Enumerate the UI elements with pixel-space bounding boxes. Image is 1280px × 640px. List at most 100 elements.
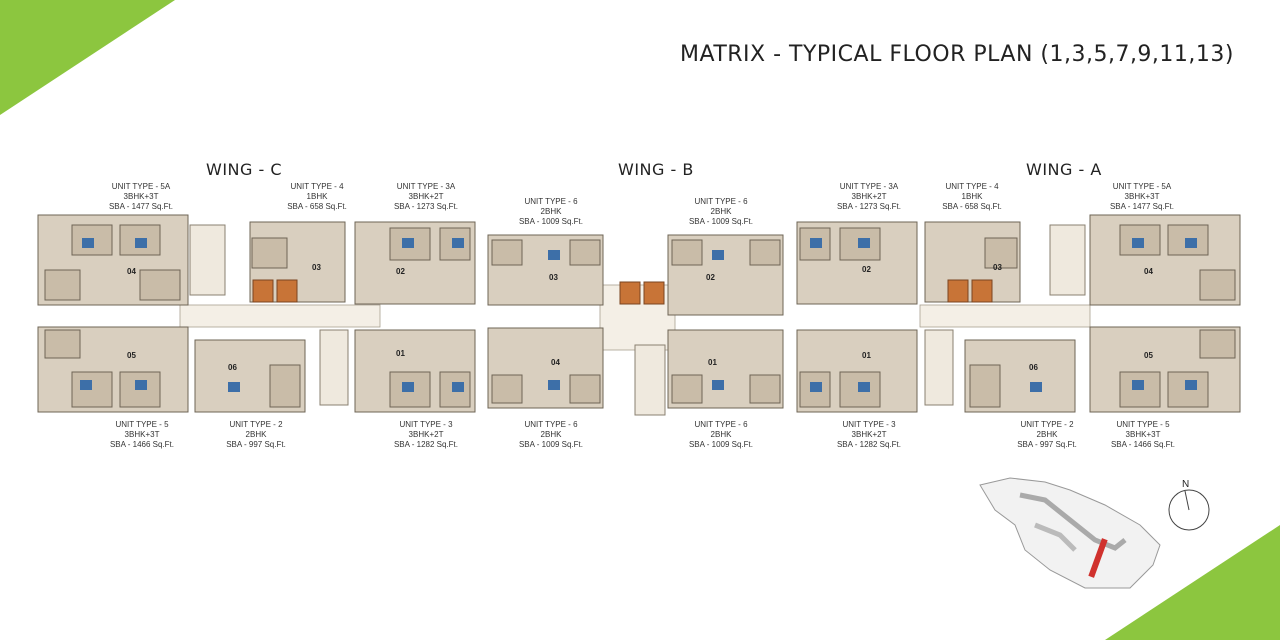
unit-label-top-3: UNIT TYPE - 3A 3BHK+2T SBA - 1273 Sq.Ft. bbox=[366, 182, 486, 212]
unit-config: 3BHK+2T bbox=[851, 430, 887, 439]
unit-number: 04 bbox=[127, 267, 136, 276]
wing-b-label: WING - B bbox=[618, 160, 694, 179]
unit-label-top-1: UNIT TYPE - 5A 3BHK+3T SBA - 1477 Sq.Ft. bbox=[81, 182, 201, 212]
room bbox=[969, 364, 1001, 408]
wing-c-label: WING - C bbox=[206, 160, 283, 179]
unit-config: 2BHK bbox=[710, 207, 732, 216]
unit-config: 3BHK+3T bbox=[1125, 430, 1161, 439]
unit-type: UNIT TYPE - 2 bbox=[229, 420, 283, 429]
lift bbox=[619, 281, 641, 305]
unit-config: 3BHK+3T bbox=[124, 430, 160, 439]
unit-type: UNIT TYPE - 3A bbox=[396, 182, 456, 191]
corridor-wing-a bbox=[919, 304, 1091, 328]
unit-number: 02 bbox=[396, 267, 405, 276]
staircase bbox=[319, 329, 349, 406]
unit-number: 01 bbox=[708, 358, 717, 367]
unit-number: 04 bbox=[551, 358, 560, 367]
unit-config: 1BHK bbox=[961, 192, 983, 201]
unit-type: UNIT TYPE - 3A bbox=[839, 182, 899, 191]
unit-label-bottom-3: UNIT TYPE - 3 3BHK+2T SBA - 1282 Sq.Ft. bbox=[366, 420, 486, 450]
unit-type: UNIT TYPE - 5 bbox=[1116, 420, 1170, 429]
unit-type: UNIT TYPE - 3 bbox=[842, 420, 896, 429]
unit-type: UNIT TYPE - 4 bbox=[945, 182, 999, 191]
unit-type: UNIT TYPE - 2 bbox=[1020, 420, 1074, 429]
unit-sba: SBA - 1466 Sq.Ft. bbox=[109, 440, 175, 449]
unit-sba: SBA - 997 Sq.Ft. bbox=[226, 440, 286, 449]
staircase bbox=[634, 344, 666, 416]
unit-config: 3BHK+2T bbox=[851, 192, 887, 201]
unit-sba: SBA - 1282 Sq.Ft. bbox=[836, 440, 902, 449]
bed bbox=[1185, 238, 1197, 248]
lift bbox=[971, 279, 993, 303]
unit-sba: SBA - 1282 Sq.Ft. bbox=[393, 440, 459, 449]
unit-label-top-2: UNIT TYPE - 4 1BHK SBA - 658 Sq.Ft. bbox=[257, 182, 377, 212]
unit-label-top-6: UNIT TYPE - 3A 3BHK+2T SBA - 1273 Sq.Ft. bbox=[809, 182, 929, 212]
room bbox=[491, 374, 523, 404]
room bbox=[491, 239, 523, 266]
unit-sba: SBA - 1009 Sq.Ft. bbox=[518, 440, 584, 449]
room bbox=[251, 237, 288, 269]
unit-config: 3BHK+2T bbox=[408, 192, 444, 201]
room bbox=[671, 239, 703, 266]
unit-label-bottom-8: UNIT TYPE - 5 3BHK+3T SBA - 1466 Sq.Ft. bbox=[1083, 420, 1203, 450]
unit-label-bottom-6: UNIT TYPE - 3 3BHK+2T SBA - 1282 Sq.Ft. bbox=[809, 420, 929, 450]
site-key-map bbox=[979, 477, 1161, 589]
bed bbox=[135, 380, 147, 390]
unit-type: UNIT TYPE - 5A bbox=[111, 182, 171, 191]
unit-config: 2BHK bbox=[1036, 430, 1058, 439]
room bbox=[139, 269, 181, 301]
compass-label: N bbox=[1182, 479, 1189, 490]
unit-label-bottom-2: UNIT TYPE - 2 2BHK SBA - 997 Sq.Ft. bbox=[196, 420, 316, 450]
unit-config: 2BHK bbox=[710, 430, 732, 439]
unit-number: 03 bbox=[993, 263, 1002, 272]
unit-number: 03 bbox=[549, 273, 558, 282]
unit-label-bottom-5: UNIT TYPE - 6 2BHK SBA - 1009 Sq.Ft. bbox=[661, 420, 781, 450]
unit-sba: SBA - 1009 Sq.Ft. bbox=[688, 440, 754, 449]
bed bbox=[810, 382, 822, 392]
unit-label-top-4: UNIT TYPE - 6 2BHK SBA - 1009 Sq.Ft. bbox=[491, 197, 611, 227]
unit-label-bottom-7: UNIT TYPE - 2 2BHK SBA - 997 Sq.Ft. bbox=[987, 420, 1107, 450]
bed bbox=[452, 382, 464, 392]
unit-sba: SBA - 658 Sq.Ft. bbox=[942, 202, 1002, 211]
unit-type: UNIT TYPE - 5A bbox=[1112, 182, 1172, 191]
unit-label-top-8: UNIT TYPE - 5A 3BHK+3T SBA - 1477 Sq.Ft. bbox=[1082, 182, 1202, 212]
room bbox=[44, 269, 81, 301]
bed bbox=[228, 382, 240, 392]
unit-sba: SBA - 1273 Sq.Ft. bbox=[836, 202, 902, 211]
unit-config: 3BHK+3T bbox=[123, 192, 159, 201]
wing-c-plan bbox=[37, 214, 476, 413]
unit-sba: SBA - 658 Sq.Ft. bbox=[287, 202, 347, 211]
room bbox=[749, 239, 781, 266]
room bbox=[569, 374, 601, 404]
unit-number: 02 bbox=[706, 273, 715, 282]
corridor-wing-c bbox=[179, 304, 381, 328]
lift bbox=[276, 279, 298, 303]
room bbox=[749, 374, 781, 404]
unit-config: 3BHK+3T bbox=[1124, 192, 1160, 201]
bed bbox=[858, 238, 870, 248]
lift bbox=[252, 279, 274, 303]
bed bbox=[1132, 238, 1144, 248]
unit-sba: SBA - 1477 Sq.Ft. bbox=[108, 202, 174, 211]
unit-sba: SBA - 1009 Sq.Ft. bbox=[518, 217, 584, 226]
unit-config: 3BHK+2T bbox=[408, 430, 444, 439]
wing-b-plan bbox=[487, 234, 784, 416]
unit-type: UNIT TYPE - 4 bbox=[290, 182, 344, 191]
bed bbox=[1132, 380, 1144, 390]
unit-type: UNIT TYPE - 6 bbox=[694, 420, 748, 429]
bed bbox=[858, 382, 870, 392]
unit-config: 1BHK bbox=[306, 192, 328, 201]
unit-type: UNIT TYPE - 6 bbox=[694, 197, 748, 206]
room bbox=[44, 329, 81, 359]
bed bbox=[80, 380, 92, 390]
unit-config: 2BHK bbox=[245, 430, 267, 439]
bed bbox=[402, 238, 414, 248]
unit-label-bottom-1: UNIT TYPE - 5 3BHK+3T SBA - 1466 Sq.Ft. bbox=[82, 420, 202, 450]
unit-number: 04 bbox=[1144, 267, 1153, 276]
room bbox=[984, 237, 1018, 269]
unit-type: UNIT TYPE - 5 bbox=[115, 420, 169, 429]
page-title: MATRIX - TYPICAL FLOOR PLAN (1,3,5,7,9,1… bbox=[680, 42, 1234, 67]
room bbox=[1199, 329, 1236, 359]
bed bbox=[82, 238, 94, 248]
